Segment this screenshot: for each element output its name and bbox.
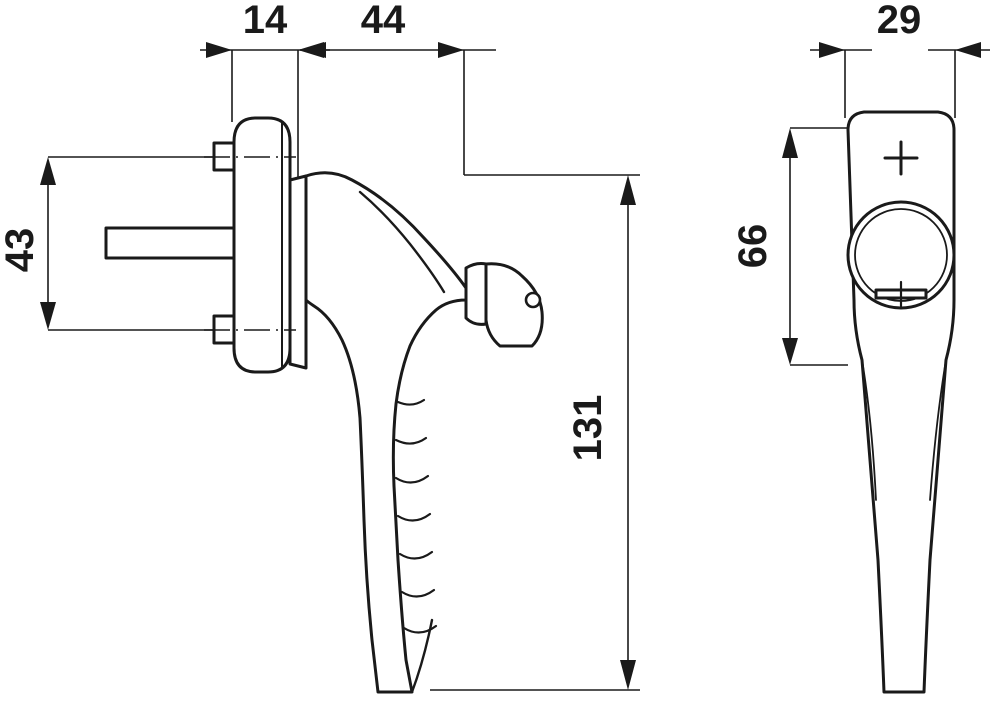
dimension-label-43: 43 xyxy=(0,228,42,273)
dimension-label-66: 66 xyxy=(731,224,775,269)
dimension-label-44: 44 xyxy=(361,0,406,42)
dimension-label-131: 131 xyxy=(566,395,610,462)
dimension-label-29: 29 xyxy=(877,0,922,42)
dimension-lines-side-view xyxy=(47,49,640,691)
dimension-label-14: 14 xyxy=(243,0,288,42)
side-view-handle xyxy=(104,116,544,694)
dimension-arrows-side-view xyxy=(40,42,636,690)
side-view-center-lines xyxy=(204,156,296,331)
front-view-handle xyxy=(846,110,956,694)
dimension-lines-front-view xyxy=(789,49,990,366)
dimension-arrows-front-view xyxy=(782,42,981,365)
